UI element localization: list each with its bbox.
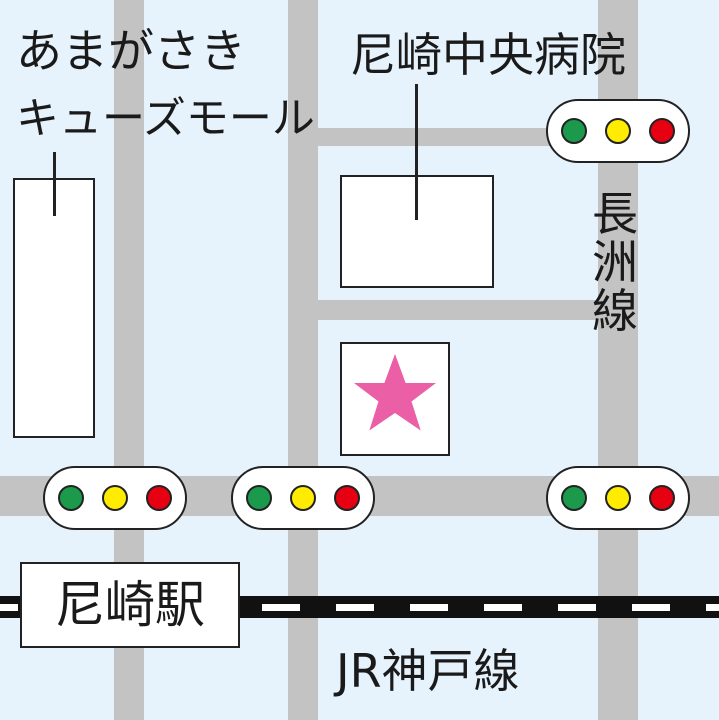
red-light-icon [146, 485, 172, 511]
green-light-icon [246, 485, 272, 511]
destination-building [340, 342, 450, 456]
jr-line-label: JR神戸線 [336, 644, 520, 698]
green-light-icon [58, 485, 84, 511]
railway-dash-pattern [262, 604, 719, 611]
traffic-signal-icon [546, 99, 690, 163]
nagasu-line-label: 長 洲 線 [592, 190, 638, 335]
road-horizontal-north [318, 128, 598, 146]
nagasu-char-3: 線 [592, 283, 638, 338]
green-light-icon [561, 118, 587, 144]
yellow-light-icon [605, 118, 631, 144]
traffic-signal-icon [546, 466, 690, 530]
red-light-icon [649, 485, 675, 511]
green-light-icon [561, 485, 587, 511]
mall-label-line2: キューズモール [16, 94, 315, 144]
yellow-light-icon [605, 485, 631, 511]
station-label: 尼崎駅 [55, 576, 205, 634]
traffic-signal-icon [231, 466, 375, 530]
hospital-label: 尼崎中央病院 [350, 28, 626, 82]
red-light-icon [334, 485, 360, 511]
traffic-signal-icon [43, 466, 187, 530]
hospital-leader-line [415, 84, 418, 220]
mall-label-line1: あまがさき [16, 24, 246, 78]
yellow-light-icon [290, 485, 316, 511]
nagasu-char-1: 長 [592, 187, 638, 241]
yellow-light-icon [102, 485, 128, 511]
star-icon [354, 354, 436, 431]
mall-building [13, 178, 95, 438]
railway-dash-west [0, 604, 18, 611]
mall-leader-line [53, 152, 56, 216]
red-light-icon [649, 118, 675, 144]
station-box: 尼崎駅 [20, 562, 240, 648]
road-horizontal-middle [318, 300, 598, 320]
nagasu-char-2: 洲 [592, 235, 638, 290]
